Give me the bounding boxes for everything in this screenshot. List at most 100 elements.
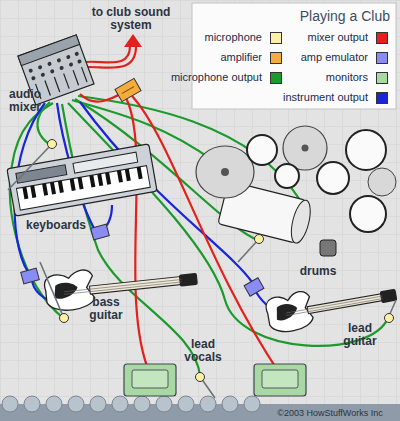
knob [66,54,71,59]
legend-text: amp emulator [238,51,368,64]
legend-text: instrument output [238,91,368,104]
monitor [124,364,176,396]
microphone [60,314,69,323]
footlight [68,396,84,412]
knob [38,65,43,70]
knob [40,72,45,77]
monitor-face [132,370,168,388]
tom [275,164,299,188]
microphones [48,140,394,382]
amplifier-box [115,78,141,101]
mixer-wire [88,46,136,68]
part-label: lead guitar [333,322,387,347]
footlight [134,396,150,412]
part-label: bass guitar [80,296,132,321]
mixer-panel [18,35,80,66]
bass-drum-head [288,198,314,245]
mixer-wire [126,98,150,374]
legend-swatch [376,72,388,84]
fader [54,77,59,92]
footlight [46,396,62,412]
legend-swatch [376,52,388,64]
part-label: lead vocals [176,338,230,363]
floor-tom [350,196,386,232]
mic-wire [68,103,388,346]
cymbal [368,168,396,196]
guitar-string [286,299,383,316]
keyboard-body [7,144,157,216]
guitar-neck [89,277,181,295]
amplifier-detail [122,87,134,94]
knob [47,61,52,66]
legend-swatch [376,32,388,44]
cymbal-bell [221,168,229,176]
amp-emulator [91,224,110,240]
mic-stand [238,240,258,262]
footlights [2,396,260,412]
mic-stand [8,146,50,190]
legend-title: Playing a Club [196,8,390,24]
keyboard [7,144,157,216]
mixer-wire [132,96,280,374]
drum-throne [320,240,336,256]
knob [31,76,36,81]
guitar-head [179,273,198,287]
fader [82,67,87,82]
cymbal [196,146,254,198]
guitar-string [64,282,181,294]
legend-text: microphone [132,31,262,44]
microphone [196,373,205,382]
part-label: audio mixer [0,88,50,113]
fader [64,74,69,89]
footlight [222,396,238,412]
legend-text: microphone output [132,71,262,84]
knob [28,68,33,73]
legend-text: mixer output [238,31,368,44]
black-keys [22,167,142,200]
amp-emulator [21,268,40,284]
mic-stands [8,146,396,398]
mic-wire [62,104,200,376]
knob [74,51,79,56]
mixer-knobs [28,51,82,80]
destination-label: to club sound system [84,6,178,31]
footlight [2,396,18,412]
guitar-body [43,269,95,312]
footlight [244,396,260,412]
microphone [385,314,394,323]
microphone [48,140,57,149]
footlight [200,396,216,412]
fader [45,80,50,95]
monitor-box [124,364,176,396]
amp-emulator [244,278,264,296]
legend-swatch [270,72,282,84]
fader [73,70,78,85]
mic-stand [40,262,63,316]
microphone [255,235,264,244]
mic-stand [201,378,215,398]
mixer-wire [86,46,130,62]
legend-text: monitors [238,71,368,84]
snare [317,162,349,194]
footlight [156,396,172,412]
part-label: keyboards [16,219,96,232]
output-arrowhead [124,34,142,47]
footlight [90,396,106,412]
guitar-string [64,280,181,292]
lead-guitar [264,275,399,335]
knob [59,65,64,70]
monitor-box [254,364,306,396]
tom [247,135,277,165]
legend-swatch [270,32,282,44]
guitar-neck [307,294,383,314]
bass-guitar [43,258,199,312]
footlight [178,396,194,412]
copyright-note: ©2003 HowStuffWorks Inc [262,409,398,418]
floor-tom [346,130,386,170]
mic-wires [10,96,388,376]
knob [50,69,55,74]
footlight [112,396,128,412]
part-label: drums [288,265,348,278]
